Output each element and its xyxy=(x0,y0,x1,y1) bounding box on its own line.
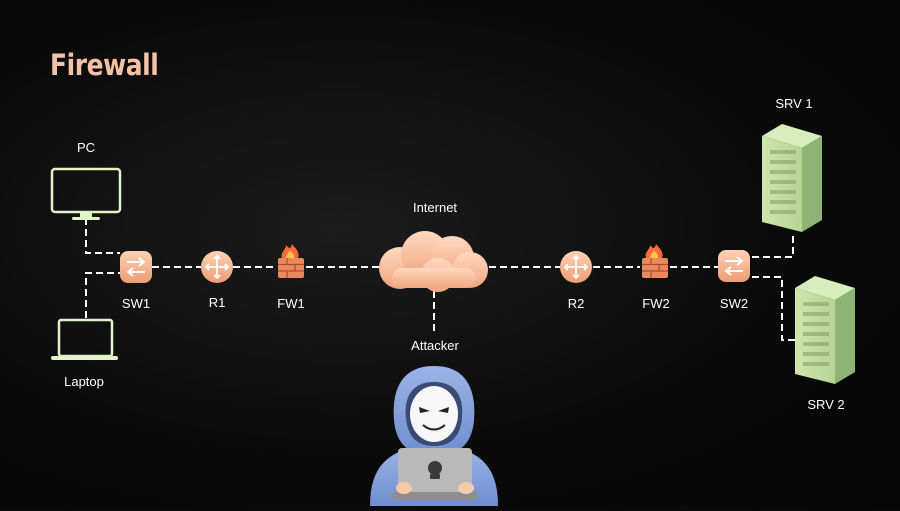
label-sw1: SW1 xyxy=(121,296,151,311)
label-sw2: SW2 xyxy=(719,296,749,311)
label-r1: R1 xyxy=(208,295,226,310)
laptop-icon xyxy=(51,318,118,360)
router-icon xyxy=(560,251,592,283)
server-rack-icon xyxy=(795,276,855,384)
link-sw2-srv1 xyxy=(752,233,794,258)
server-rack-icon xyxy=(762,124,822,232)
label-attacker: Attacker xyxy=(411,338,459,353)
hacker-icon xyxy=(370,366,498,506)
link-sw2-srv2 xyxy=(752,276,795,341)
label-srv2: SRV 2 xyxy=(807,397,845,412)
label-laptop: Laptop xyxy=(64,374,104,389)
label-srv1: SRV 1 xyxy=(775,96,813,111)
network-links xyxy=(85,218,795,341)
firewall-icon xyxy=(278,244,304,278)
firewall-icon xyxy=(642,244,668,278)
router-icon xyxy=(201,251,233,283)
switch-icon xyxy=(718,250,750,282)
cloud-icon xyxy=(379,231,488,292)
label-pc: PC xyxy=(76,140,96,155)
page-title: Firewall xyxy=(50,48,159,82)
link-laptop-sw1 xyxy=(85,272,120,318)
label-fw2: FW2 xyxy=(642,296,670,311)
link-pc-sw1 xyxy=(85,218,120,254)
monitor-icon xyxy=(50,167,122,220)
label-r2: R2 xyxy=(567,296,585,311)
label-internet: Internet xyxy=(412,200,458,215)
switch-icon xyxy=(120,251,152,283)
label-fw1: FW1 xyxy=(277,296,305,311)
